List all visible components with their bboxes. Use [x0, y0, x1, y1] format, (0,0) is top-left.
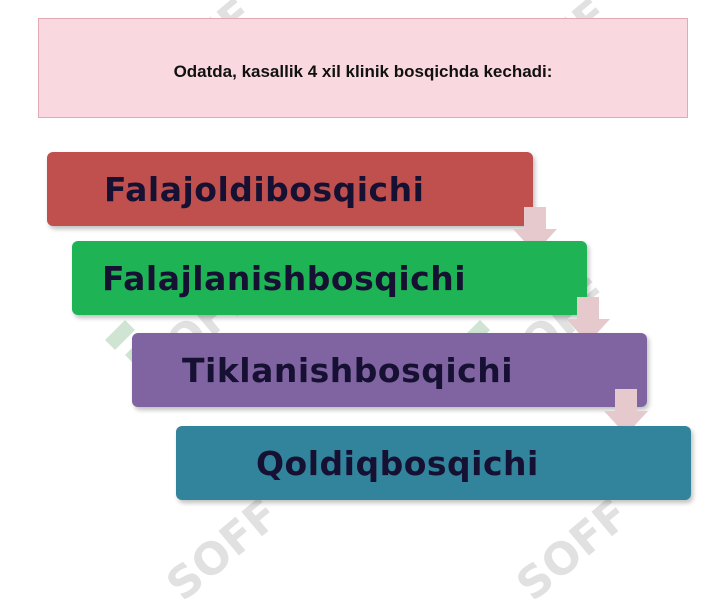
watermark-text: SOFF	[507, 488, 639, 611]
stage-box-3: Tiklanishbosqichi	[132, 333, 647, 407]
watermark-text: SOFF	[157, 488, 289, 611]
stage-label-4: Qoldiqbosqichi	[256, 443, 539, 483]
stage-box-1: Falajoldibosqichi	[47, 152, 533, 226]
down-arrow-icon	[604, 389, 648, 435]
stage-label-3: Tiklanishbosqichi	[182, 350, 514, 390]
down-arrow-icon	[513, 207, 557, 253]
slide-title-box: Odatda, kasallik 4 xil klinik bosqichda …	[38, 18, 688, 118]
stage-label-2: Falajlanishbosqichi	[102, 258, 467, 298]
slide-title: Odatda, kasallik 4 xil klinik bosqichda …	[173, 62, 553, 81]
stage-label-1: Falajoldibosqichi	[104, 169, 425, 209]
stage-box-2: Falajlanishbosqichi	[72, 241, 587, 315]
down-arrow-icon	[566, 297, 610, 343]
stage-box-4: Qoldiqbosqichi	[176, 426, 691, 500]
